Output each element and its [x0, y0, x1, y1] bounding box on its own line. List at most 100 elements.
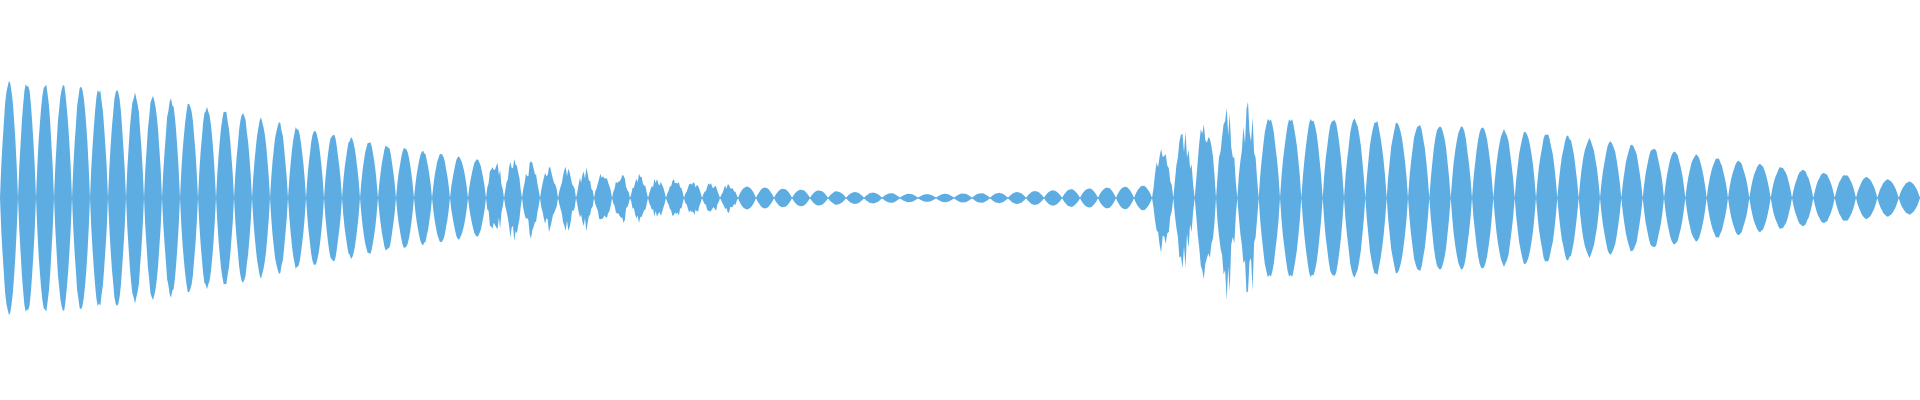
- waveform-lobe-77: [1429, 126, 1451, 270]
- waveform-lobe-13: [234, 113, 252, 283]
- waveform-lobe-72: [1322, 120, 1344, 276]
- waveform-lobe-58: [1044, 190, 1062, 206]
- waveform-lobe-88: [1664, 151, 1686, 245]
- waveform-lobe-31: [558, 166, 576, 231]
- waveform-lobe-54: [972, 193, 990, 203]
- waveform-lobe-17: [306, 130, 324, 266]
- waveform-lobe-15: [270, 122, 288, 274]
- waveform-lobe-22: [396, 148, 414, 248]
- waveform-lobe-23: [414, 150, 432, 246]
- waveform-lobe-85: [1600, 141, 1622, 255]
- waveform-lobe-28: [504, 159, 522, 242]
- waveform-lobe-71: [1301, 118, 1323, 278]
- waveform-lobe-21: [378, 145, 396, 251]
- waveform-lobe-76: [1408, 125, 1430, 271]
- waveform-lobe-2: [36, 84, 54, 312]
- waveform-lobe-30: [540, 167, 558, 233]
- waveform-lobe-86: [1621, 144, 1643, 252]
- waveform-lobe-46: [828, 191, 846, 205]
- waveform-lobe-82: [1536, 134, 1558, 262]
- waveform-lobe-16: [288, 127, 306, 269]
- waveform-lobe-53: [954, 193, 972, 203]
- waveform-lobe-60: [1080, 188, 1098, 208]
- waveform-lobe-47: [846, 192, 864, 204]
- waveform-lobe-92: [1749, 163, 1771, 233]
- waveform-lobe-78: [1450, 126, 1472, 270]
- waveform-lobe-98: [1877, 179, 1899, 217]
- waveform-lobe-96: [1834, 175, 1856, 221]
- waveform-lobe-4: [72, 86, 90, 310]
- waveform-lobe-95: [1813, 172, 1835, 224]
- waveform-lobe-0: [0, 80, 18, 316]
- waveform-lobe-80: [1493, 129, 1515, 267]
- waveform-lobe-99: [1898, 181, 1920, 215]
- waveform-lobe-93: [1770, 167, 1792, 229]
- waveform-lobe-68: [1237, 101, 1259, 293]
- waveform-lobe-18: [324, 134, 342, 262]
- waveform-lobe-56: [1008, 192, 1026, 204]
- waveform-lobe-44: [792, 189, 810, 207]
- waveform-lobe-62: [1116, 186, 1134, 210]
- waveform-lobe-33: [594, 173, 612, 220]
- waveform-lobe-90: [1706, 158, 1728, 238]
- waveform-lobe-6: [108, 89, 126, 307]
- waveform-lobe-27: [486, 162, 504, 230]
- waveform-lobe-45: [810, 190, 828, 206]
- waveform-series: [0, 80, 1920, 316]
- waveform-lobe-20: [360, 142, 378, 254]
- waveform-lobe-65: [1173, 131, 1195, 269]
- waveform-lobe-38: [684, 182, 702, 215]
- waveform-lobe-40: [720, 184, 738, 213]
- waveform-lobe-89: [1685, 154, 1707, 242]
- waveform-lobe-63: [1134, 185, 1152, 211]
- waveform-lobe-39: [702, 183, 720, 212]
- waveform-lobe-34: [612, 175, 630, 223]
- waveform-lobe-55: [990, 192, 1008, 204]
- waveform-lobe-48: [864, 192, 882, 204]
- waveform-lobe-5: [90, 89, 108, 307]
- waveform-lobe-67: [1216, 108, 1238, 301]
- waveform-lobe-75: [1386, 122, 1408, 274]
- waveform-lobe-64: [1152, 149, 1174, 253]
- waveform-lobe-74: [1365, 121, 1387, 275]
- waveform-lobe-52: [936, 193, 954, 203]
- waveform-lobe-84: [1578, 137, 1600, 259]
- waveform-lobe-94: [1792, 169, 1814, 227]
- waveform-lobe-26: [468, 159, 486, 237]
- waveform-lobe-7: [126, 92, 144, 304]
- waveform-lobe-79: [1472, 127, 1494, 269]
- waveform-lobe-25: [450, 156, 468, 240]
- waveform-lobe-87: [1642, 148, 1664, 248]
- waveform-lobe-51: [918, 194, 936, 202]
- waveform-lobe-49: [882, 193, 900, 203]
- waveform-lobe-97: [1856, 176, 1878, 220]
- waveform-lobe-36: [648, 178, 666, 217]
- waveform-lobe-24: [432, 153, 450, 243]
- waveform-lobe-1: [18, 84, 36, 312]
- waveform-lobe-37: [666, 179, 684, 216]
- waveform-lobe-42: [756, 187, 774, 209]
- waveform-lobe-91: [1728, 160, 1750, 236]
- waveform-lobe-70: [1280, 119, 1302, 277]
- waveform-lobe-73: [1344, 118, 1366, 278]
- waveform-lobe-35: [630, 173, 648, 224]
- waveform-lobe-11: [198, 106, 216, 290]
- waveform-lobe-81: [1514, 131, 1536, 265]
- waveform-lobe-19: [342, 137, 360, 259]
- waveform-lobe-14: [252, 117, 270, 279]
- waveform-lobe-41: [738, 186, 756, 210]
- waveform-lobe-57: [1026, 191, 1044, 205]
- waveform-lobe-29: [522, 161, 540, 239]
- waveform-lobe-50: [900, 193, 918, 203]
- waveform-lobe-9: [162, 98, 180, 298]
- waveform-lobe-32: [576, 167, 594, 232]
- waveform-lobe-8: [144, 96, 162, 300]
- waveform-lobe-43: [774, 188, 792, 208]
- waveform-lobe-59: [1062, 189, 1080, 207]
- waveform-lobe-61: [1098, 187, 1116, 209]
- waveform-lobe-3: [54, 85, 72, 311]
- waveform-lobe-83: [1557, 135, 1579, 261]
- waveform-lobe-12: [216, 111, 234, 285]
